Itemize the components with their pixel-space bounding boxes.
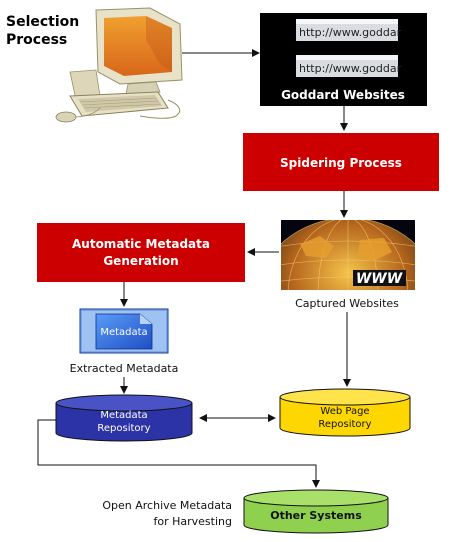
metadata-repository-label-line2: Repository	[97, 423, 150, 434]
goddard-url-bottom: http://www.goddar	[299, 62, 402, 75]
www-badge-text: WWW	[356, 271, 403, 287]
web-page-repository-label-line1: Web Page	[320, 406, 369, 417]
extracted-metadata-label: Extracted Metadata	[70, 362, 179, 375]
metadata-document-icon: Metadata	[79, 308, 169, 354]
goddard-websites-box: http://www.goddar http://www.goddar Godd…	[260, 13, 427, 106]
metadata-repository-cylinder: Metadata Repository	[55, 394, 193, 442]
arrow-repo-to-other-systems	[37, 419, 320, 488]
selection-process-label-line2: Process	[6, 32, 67, 48]
spidering-process-label: Spidering Process	[280, 156, 402, 170]
spidering-process-box: Spidering Process	[243, 133, 439, 191]
www-globe-icon: WWW	[281, 220, 415, 290]
captured-websites-label: Captured Websites	[295, 297, 399, 310]
web-page-repository-label-line2: Repository	[318, 419, 371, 430]
open-archive-label-line1: Open Archive Metadata	[102, 499, 232, 512]
selection-process-label-line1: Selection	[6, 14, 79, 30]
auto-metadata-label-line1: Automatic Metadata	[72, 237, 210, 251]
goddard-websites-label: Goddard Websites	[281, 88, 405, 102]
open-archive-label-line2: for Harvesting	[154, 515, 233, 528]
other-systems-label: Other Systems	[270, 509, 362, 522]
goddard-url-top: http://www.goddar	[299, 26, 402, 39]
other-systems-cylinder: Other Systems	[243, 489, 389, 534]
metadata-repository-label-line1: Metadata	[100, 410, 147, 421]
automatic-metadata-generation-box: Automatic Metadata Generation	[37, 223, 245, 282]
computer-icon	[55, 7, 183, 123]
web-page-repository-cylinder: Web Page Repository	[279, 388, 411, 437]
metadata-document-label: Metadata	[100, 327, 147, 338]
auto-metadata-label-line2: Generation	[103, 254, 178, 268]
